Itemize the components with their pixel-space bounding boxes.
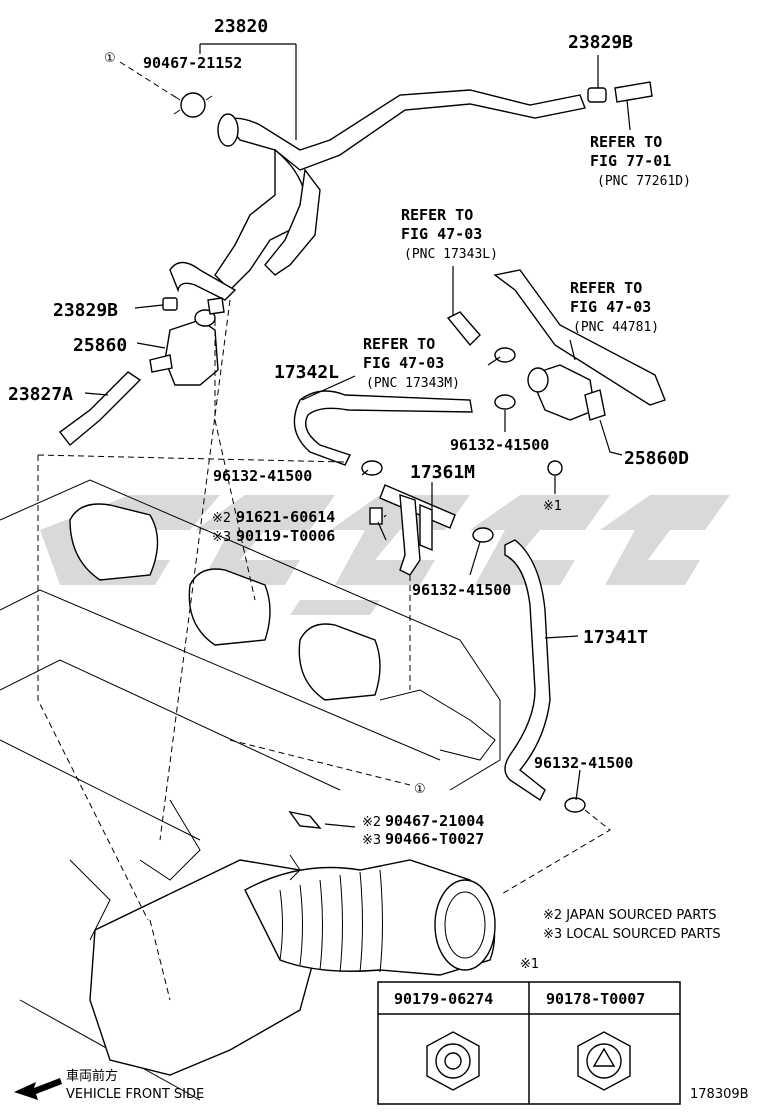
mark-2a: ※2 [212, 511, 231, 526]
refer-47-03a-line3: (PNC 17343L) [404, 247, 498, 262]
table-col-90178-T0007: 90178-T0007 [546, 990, 645, 1008]
label-clamp-2: 96132-41500 [213, 467, 312, 485]
label-clamp-1: 96132-41500 [450, 436, 549, 454]
refer-47-03b-line1: REFER TO [363, 335, 435, 353]
mark-3a: ※3 [212, 530, 231, 545]
refer-47-03c-line2: FIG 47-03 [570, 298, 651, 316]
hose-17343L-ref [446, 311, 481, 347]
label-90466-T0027: 90466-T0027 [385, 830, 484, 848]
refer-to-labels: REFER TO FIG 77-01 (PNC 77261D) REFER TO… [363, 133, 691, 391]
front-label-en: VEHICLE FRONT SIDE [66, 1087, 204, 1102]
hose-23820 [169, 89, 586, 301]
vehicle-front-indicator: 車両前方 VEHICLE FRONT SIDE [14, 1068, 204, 1102]
hose-17341T [504, 539, 551, 802]
hose-17342L [293, 390, 473, 466]
nut-90178-T0007-icon [577, 1031, 631, 1091]
nut-90179-06274-icon [426, 1031, 480, 1091]
clip-90467-21004 [288, 810, 322, 829]
mark-1: ※1 [543, 499, 562, 514]
hose-23829B-top [587, 81, 653, 103]
throttle-body [89, 854, 496, 1076]
label-17361M: 17361M [410, 462, 475, 483]
label-90467-21152: 90467-21152 [143, 54, 242, 72]
label-17342L: 17342L [274, 362, 339, 383]
refer-47-03b-line3: (PNC 17343M) [366, 376, 460, 391]
leader-lines [84, 43, 631, 828]
dashed-routing [37, 299, 611, 1001]
refer-47-03c-line3: (PNC 44781) [573, 320, 659, 335]
mark-3b: ※3 [362, 833, 381, 848]
label-clamp-3: 96132-41500 [412, 581, 511, 599]
label-25860: 25860 [73, 335, 127, 356]
refer-47-03a-line1: REFER TO [401, 206, 473, 224]
label-23829B-top: 23829B [568, 32, 633, 53]
refer-77-01-line3: (PNC 77261D) [597, 174, 691, 189]
leader-90467-21152 [119, 61, 181, 101]
label-91621-60614: 91621-60614 [236, 508, 335, 526]
figure-id: 178309B [690, 1087, 749, 1102]
label-23820: 23820 [214, 16, 268, 37]
clip-90467-21152 [173, 92, 213, 118]
part-labels: 23820 90467-21152 23829B 23829B 25860 23… [8, 16, 689, 848]
front-label-jp: 車両前方 [66, 1068, 118, 1084]
vsv-25860D [493, 269, 666, 421]
engine-block [0, 479, 501, 1101]
nut-table: 90179-06274 90178-T0007 [377, 981, 681, 1105]
refer-47-03a-line2: FIG 47-03 [401, 225, 482, 243]
pipe-17361M [379, 484, 456, 576]
refer-47-03c-line1: REFER TO [570, 279, 642, 297]
label-90119-T0006: 90119-T0006 [236, 527, 335, 545]
refer-77-01-line1: REFER TO [590, 133, 662, 151]
mark-2b: ※2 [362, 815, 381, 830]
bolt-91621-60614 [369, 507, 383, 525]
clamp-group [361, 347, 586, 813]
refer-77-01-line2: FIG 77-01 [590, 152, 671, 170]
label-17341T: 17341T [583, 627, 648, 648]
table-mark-1: ※1 [520, 957, 539, 972]
circle-1-marker-top: ① [104, 51, 116, 66]
label-clamp-4: 96132-41500 [534, 754, 633, 772]
label-90467-21004: 90467-21004 [385, 812, 484, 830]
label-23829B-left: 23829B [53, 300, 118, 321]
refer-47-03b-line2: FIG 47-03 [363, 354, 444, 372]
note-local-sourced: ※3 LOCAL SOURCED PARTS [543, 927, 721, 942]
table-col-90179-06274: 90179-06274 [394, 990, 493, 1008]
vsv-25860 [149, 297, 225, 386]
note-japan-sourced: ※2 JAPAN SOURCED PARTS [543, 908, 717, 923]
label-25860D: 25860D [624, 448, 689, 469]
hose-23827A [59, 371, 142, 447]
circle-1-marker-bottom: ① [414, 782, 426, 797]
label-23827A: 23827A [8, 384, 73, 405]
